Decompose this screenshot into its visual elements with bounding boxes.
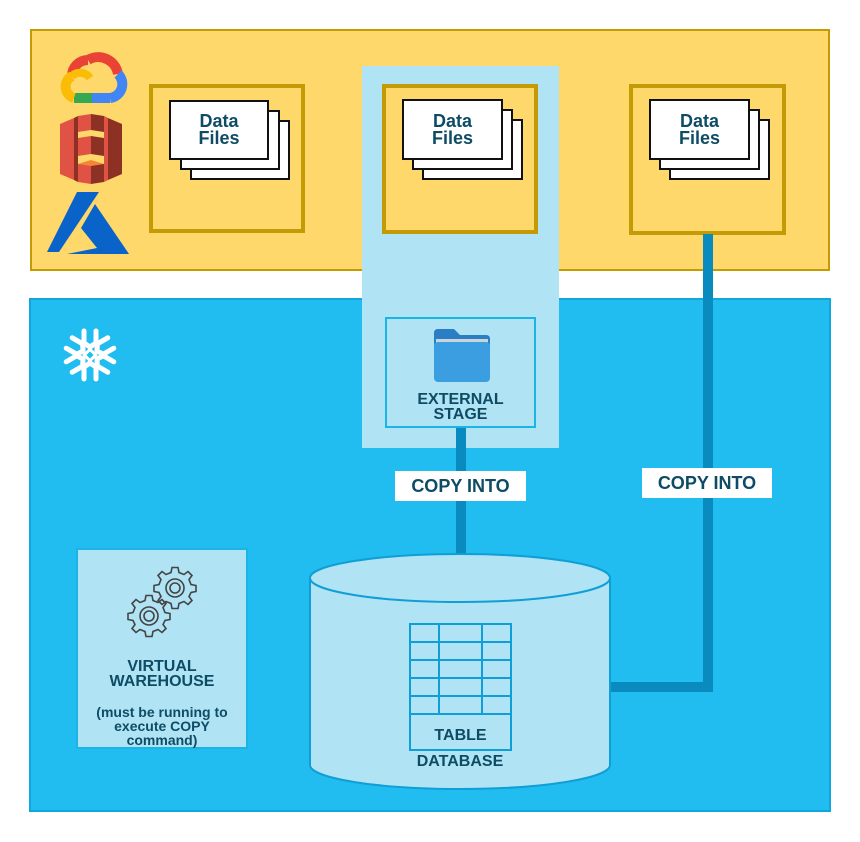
database-cylinder — [309, 553, 611, 790]
table-label: TABLE — [434, 727, 487, 744]
data-files-label-line1: Data — [432, 110, 472, 131]
virtual-warehouse-note-line2: execute COPY — [114, 718, 210, 734]
folder-icon — [434, 329, 490, 382]
external-stage-line2: STAGE — [433, 406, 488, 423]
aws-s3-icon — [60, 114, 122, 184]
copy-arrow-direct-line-horizontal — [535, 682, 713, 692]
snowflake-icon — [63, 328, 117, 382]
copy-into-label-stage: COPY INTO — [395, 471, 526, 501]
data-files-label-line1: Data — [679, 110, 719, 131]
virtual-warehouse-note-line3: command) — [126, 732, 198, 748]
data-files-label-line2: Files — [678, 127, 721, 148]
external-stage — [385, 317, 536, 428]
external-stage-line1: EXTERNAL — [417, 391, 504, 408]
table-icon — [409, 623, 512, 751]
google-cloud-icon — [60, 52, 128, 103]
database-label: DATABASE — [416, 753, 504, 770]
data-files-label-line1: Data — [199, 111, 239, 131]
data-files-label-line2: Files — [431, 127, 474, 148]
copy-into-label-direct: COPY INTO — [642, 468, 772, 498]
copy-arrow-direct-line-vertical — [703, 234, 713, 692]
virtual-warehouse-line2: WAREHOUSE — [109, 673, 215, 690]
azure-icon — [47, 192, 129, 254]
data-files-label-line2: Files — [198, 128, 240, 148]
virtual-warehouse-line1: VIRTUAL — [127, 658, 197, 675]
virtual-warehouse-note-line1: (must be running to — [96, 704, 228, 720]
virtual-warehouse — [76, 548, 248, 749]
copy-arrow-stage-line — [456, 428, 466, 596]
gears-icon — [127, 566, 197, 638]
